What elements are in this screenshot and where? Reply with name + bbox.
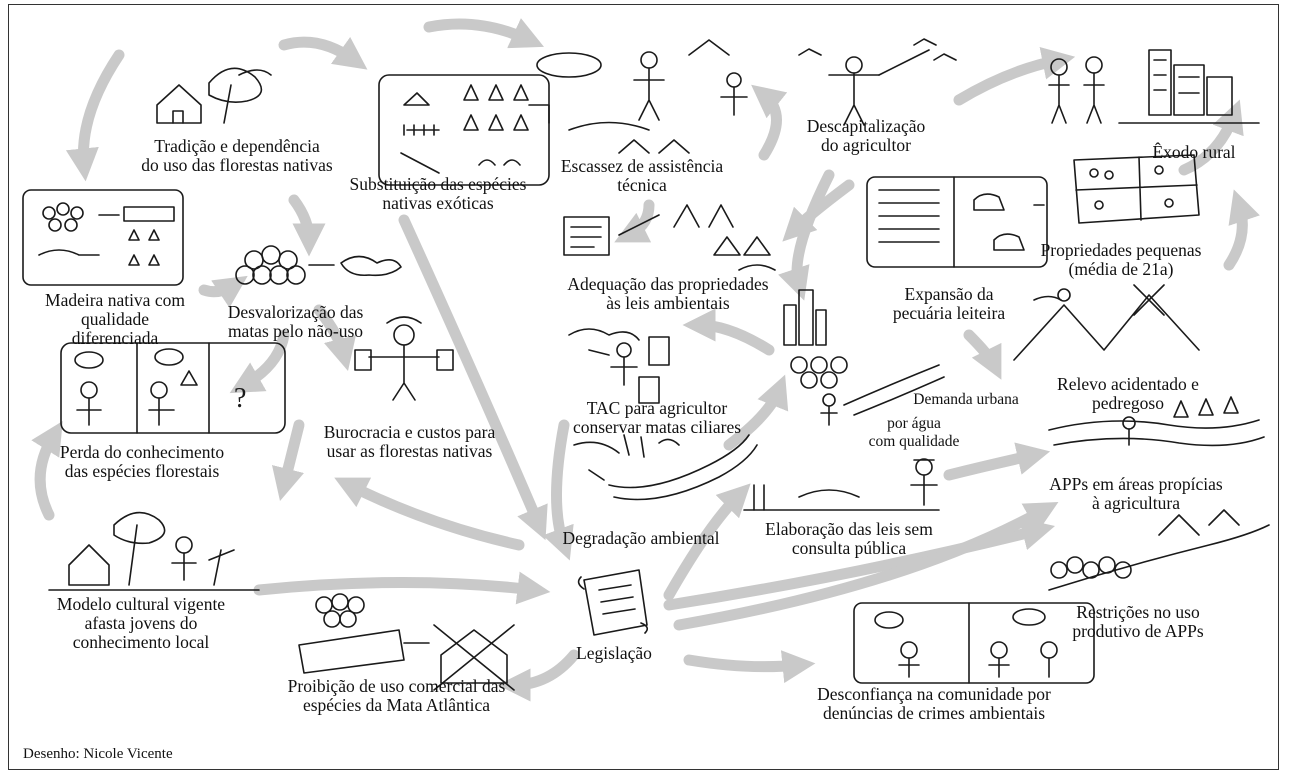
arrow-substituicao-legislacao — [398, 214, 548, 541]
label-demanda: Demanda urbana — [913, 391, 1019, 408]
label-adequacao: Adequação das propriedades às leis ambie… — [567, 274, 769, 313]
small-properties-map-sketch — [1073, 154, 1200, 224]
label-proibicao: Proibição de uso comercial das espécies … — [287, 676, 506, 715]
diagram-frame: ? — [8, 4, 1279, 770]
degradation-sketch — [573, 434, 758, 501]
arrow-propriedades-exodo — [1178, 99, 1244, 176]
label-elaboracao: Elaboração das leis sem consulta pública — [765, 519, 933, 558]
label-restricoes: Restrições no uso produtivo de APPs — [1072, 602, 1204, 641]
arrow-legislacao-elaboracao — [663, 483, 751, 601]
app-field-sketch — [1048, 396, 1265, 447]
arrow-elaboracao-app — [943, 442, 1051, 481]
arrow-adequacao-escassez — [751, 84, 788, 161]
arrow-expansao-tac — [682, 308, 775, 356]
arrow-substituicao-desvalorizacao — [288, 194, 326, 257]
rural-exodus-sketch — [1048, 49, 1260, 124]
tac-agreement-sketch — [568, 328, 670, 404]
label-app-areas: APPs em áreas propícias à agricultura — [1049, 474, 1223, 513]
arrow-legislacao-burocracia — [334, 477, 525, 551]
question-mark-glyph: ? — [234, 383, 246, 414]
arrow-perda-modelo — [271, 419, 305, 502]
legislation-scroll-sketch — [577, 569, 649, 636]
arrow-tradicao-substituicao — [278, 36, 368, 70]
label-legislacao: Legislação — [576, 643, 652, 663]
app-restrictions-sketch — [1048, 509, 1270, 591]
urban-demand-sketch — [783, 289, 945, 426]
label-exodo: Êxodo rural — [1152, 142, 1236, 162]
arrow-relevo-propriedades — [1223, 189, 1260, 271]
arrow-legislacao-desconfianca — [683, 650, 816, 684]
label-madeira: Madeira nativa com qualidade diferenciad… — [45, 290, 185, 348]
species-board-sketch — [378, 74, 550, 186]
arrow-degradacao-demanda — [723, 374, 789, 451]
arrow-modelo-perda — [31, 421, 63, 521]
label-degradacao: Degradação ambiental — [562, 528, 720, 548]
label-tac: TAC para agricultor conservar matas cili… — [572, 398, 742, 437]
native-wood-board-sketch — [22, 189, 184, 286]
arrow-descapitalizacao-exodo — [953, 47, 1076, 106]
arrow-expansao-relevo — [963, 329, 1002, 380]
sketches: ? — [22, 38, 1270, 691]
distrust-comic-sketch — [853, 602, 1095, 684]
label-descapitalizacao: Descapitalização do agricultor — [806, 116, 926, 155]
prohibition-sketch — [298, 593, 515, 691]
cultural-model-sketch — [48, 511, 260, 591]
label-modelo: Modelo cultural vigente afasta jovens do… — [56, 594, 226, 652]
label-relevo: Relevo acidentado e pedregoso — [1057, 374, 1199, 413]
arrow-modelo-legislacao — [253, 571, 551, 605]
arrow-tac-legislacao — [542, 419, 574, 561]
label-desvalorizacao: Desvalorização das matas pelo não-uso — [227, 302, 364, 341]
bureaucracy-man-sketch — [354, 316, 454, 401]
arrow-madeira-desvalorizacao — [198, 275, 248, 308]
house-tree-sketch — [156, 67, 272, 124]
rough-terrain-sketch — [1013, 284, 1200, 361]
arrow-legislacao-app — [673, 501, 1059, 631]
law-making-sketch — [743, 458, 940, 511]
label-escassez: Escassez de assistência técnica — [560, 156, 724, 195]
farmer-birds-sketch — [798, 38, 957, 126]
arrow-legislacao-proibicao — [497, 649, 580, 702]
technical-assistance-sketch — [528, 39, 748, 154]
label-tradicao: Tradição e dependência do uso das flores… — [141, 136, 333, 175]
drawing-credit: Desenho: Nicole Vicente — [23, 746, 173, 762]
label-por-agua: por água com qualidade — [868, 415, 960, 450]
label-desconfianca: Desconfiança na comunidade por denúncias… — [817, 684, 1051, 723]
arrow-tradicao-madeira — [65, 49, 125, 182]
label-propriedades: Propriedades pequenas (média de 21a) — [1040, 240, 1202, 279]
log-pile-sketch — [235, 245, 402, 285]
arrow-descapitalizacao-expansao — [778, 169, 835, 301]
arrow-tradicao-escassez — [423, 18, 544, 49]
arrow-perda-burocracia — [313, 304, 356, 372]
label-perda: Perda do conhecimento das espécies flore… — [59, 442, 225, 481]
dairy-expansion-board-sketch — [866, 176, 1048, 268]
knowledge-loss-comic-sketch — [60, 342, 286, 434]
flow-arrows — [31, 18, 1260, 702]
adequacy-scroll-sketch — [563, 204, 776, 271]
label-substituicao: Substituição das espécies nativas exótic… — [349, 174, 527, 213]
label-burocracia: Burocracia e custos para usar as florest… — [323, 422, 496, 461]
arrow-desvalorizacao-perda — [229, 329, 290, 394]
label-expansao: Expansão da pecuária leiteira — [892, 284, 1006, 323]
